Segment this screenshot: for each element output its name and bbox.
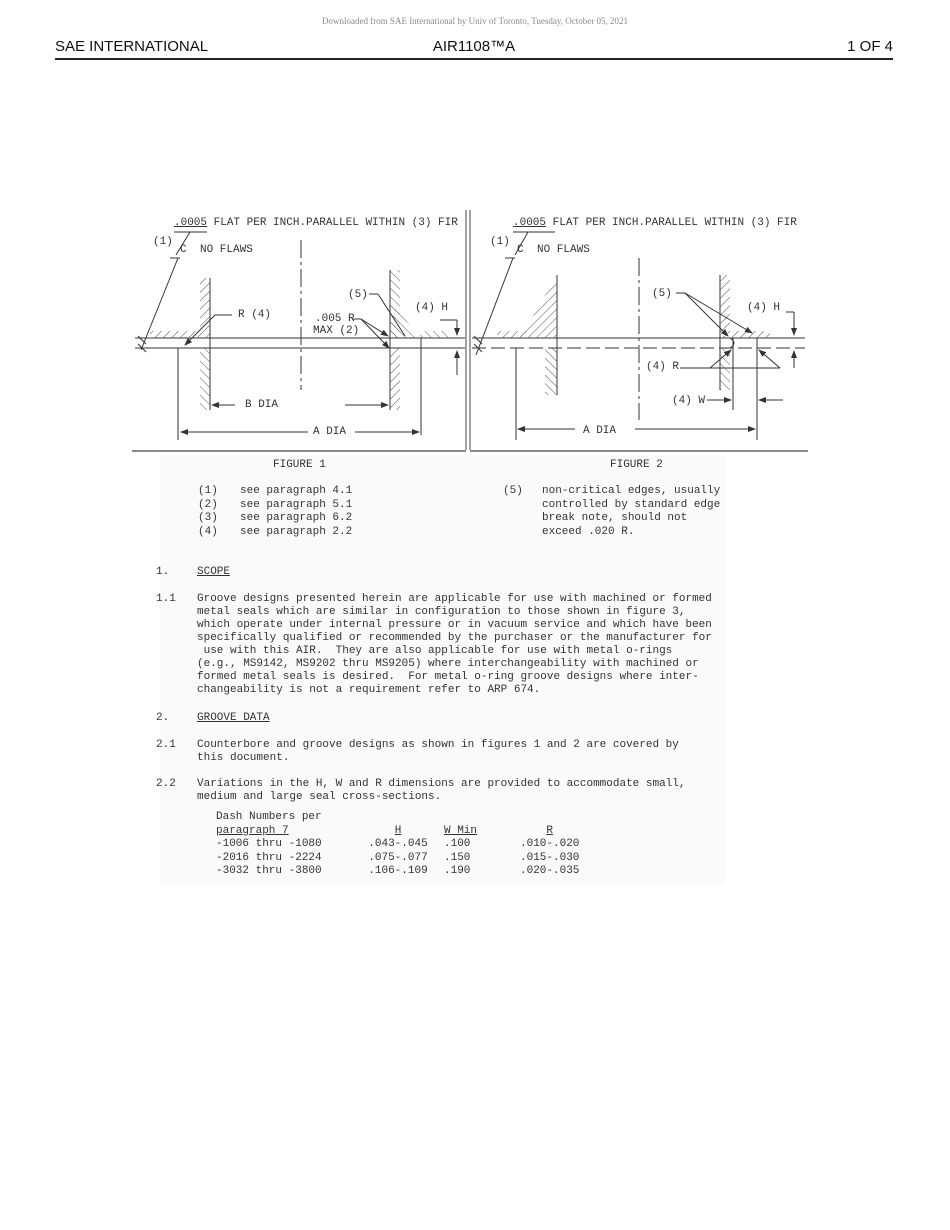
table-cell: .190 — [444, 865, 471, 877]
table-cell: .150 — [444, 851, 471, 864]
table-cell: .106-.109 — [368, 865, 428, 877]
fig2-r-label: (4) R — [646, 361, 680, 373]
section-1-number: 1. — [156, 566, 170, 578]
note-num: (4) — [198, 525, 218, 538]
paragraph-line: Variations in the H, W and R dimensions … — [197, 778, 686, 790]
paragraph-line: which operate under internal pressure or… — [197, 619, 712, 631]
paragraph-line: (e.g., MS9142, MS9202 thru MS9205) where… — [197, 658, 699, 670]
note-text: break note, should not — [542, 512, 688, 524]
table-cell: .100 — [444, 838, 471, 850]
table-header-cell: R — [546, 824, 554, 837]
paragraph-line: Counterbore and groove designs as shown … — [197, 739, 679, 751]
paragraph-line: use with this AIR. They are also applica… — [197, 645, 673, 657]
fig1-r-max-line2: MAX (2) — [313, 325, 360, 337]
fig1-callout-1: (1) — [153, 236, 173, 248]
note-text: see paragraph 6.2 — [240, 512, 353, 524]
section-2-2-number: 2.2 — [156, 778, 176, 790]
header-doc-id: AIR1108™A — [432, 38, 516, 55]
note-num: (5) — [503, 485, 523, 497]
table-header-row-1: Dash Numbers per — [216, 811, 579, 825]
table-header-cell: paragraph 7 — [216, 824, 289, 837]
paragraph-line: changeability is not a requirement refer… — [197, 684, 541, 696]
note-item: (4) — [198, 526, 218, 540]
section-1-title: SCOPE — [197, 566, 231, 578]
fig2-callout-5: (5) — [652, 288, 672, 300]
download-notice: Downloaded from SAE International by Uni… — [321, 16, 629, 26]
fig1-flatness-note: .0005 FLAT PER INCH.PARALLEL WITHIN (3) … — [174, 217, 458, 229]
table-row: -3032 thru -3800 .106-.109 .190 .020-.03… — [216, 865, 579, 879]
fig2-flat-rest: FLAT PER INCH.PARALLEL WITHIN (3) FIR — [546, 217, 797, 229]
paragraph-line: specifically qualified or recommended by… — [197, 632, 712, 644]
table-cell: -3032 thru -3800 — [216, 865, 322, 877]
fig1-flat-value: .0005 — [174, 217, 208, 229]
fig1-r4-label: R (4) — [238, 309, 272, 321]
fig2-a-dia: A DIA — [583, 425, 617, 437]
paragraph-line: formed metal seals is desired. For metal… — [197, 671, 699, 683]
empty-cell — [352, 811, 444, 825]
page-header: SAE INTERNATIONAL AIR1108™A 1 OF 4 — [55, 38, 893, 60]
fig2-w-label: (4) W — [672, 395, 706, 407]
figure-1-caption: FIGURE 1 — [273, 459, 326, 471]
fig1-callout-5: (5) — [348, 289, 368, 301]
note-text: see paragraph 5.1 — [240, 498, 353, 511]
paragraph-line: medium and large seal cross-sections. — [197, 791, 442, 803]
note-num: (3) — [198, 512, 218, 524]
paragraph-line: Groove designs presented herein are appl… — [197, 593, 712, 605]
table-cell: .043-.045 — [368, 838, 428, 850]
section-1-1-number: 1.1 — [156, 593, 176, 605]
fig2-c-label: C — [517, 244, 524, 256]
figures-drawing — [132, 210, 808, 452]
header-org: SAE INTERNATIONAL — [55, 38, 209, 55]
section-2-1-number: 2.1 — [156, 739, 176, 751]
fig2-flat-value: .0005 — [513, 217, 547, 229]
fig1-h-label: (4) H — [415, 302, 449, 314]
note-text: non-critical edges, usually — [542, 485, 721, 497]
fig1-no-flaws: NO FLAWS — [200, 244, 253, 256]
fig1-b-dia: B DIA — [245, 399, 279, 411]
table-cell: .015-.030 — [520, 851, 580, 864]
groove-data-table: Dash Numbers per paragraph 7 H W Min R -… — [216, 811, 579, 879]
figure-frame-lines — [132, 210, 808, 452]
note-text: see paragraph 2.2 — [240, 525, 353, 538]
empty-cell — [520, 811, 579, 825]
table-cell: -2016 thru -2224 — [216, 851, 322, 864]
table-row: -2016 thru -2224 .075-.077 .150 .015-.03… — [216, 852, 579, 866]
note-num: (1) — [198, 485, 218, 497]
paragraph-line: this document. — [197, 752, 290, 764]
note-item: (2) — [198, 499, 218, 513]
fig1-flat-rest: FLAT PER INCH.PARALLEL WITHIN (3) FIR — [207, 217, 458, 229]
table-header-row-2: paragraph 7 H W Min R — [216, 825, 579, 839]
fig1-c-label: C — [180, 244, 187, 256]
table-cell: .075-.077 — [368, 851, 428, 864]
note-text: see paragraph 4.1 — [240, 485, 353, 497]
fig2-flatness-note: .0005 FLAT PER INCH.PARALLEL WITHIN (3) … — [513, 217, 797, 229]
table-header-cell: W Min — [444, 824, 478, 837]
note-text: controlled by standard edge — [542, 498, 721, 511]
table-header-cell: H — [394, 824, 402, 837]
note-item: (3) — [198, 512, 218, 526]
fig2-h-label: (4) H — [747, 302, 781, 314]
table-cell: .010-.020 — [520, 838, 580, 850]
fig1-a-dia: A DIA — [313, 426, 347, 438]
section-2-title: GROOVE DATA — [197, 712, 270, 724]
paragraph-line: metal seals which are similar in configu… — [197, 606, 686, 618]
table-cell: .020-.035 — [520, 865, 580, 877]
fig1-r-max-line1: .005 R — [315, 313, 355, 325]
figure-2-drawing — [472, 231, 805, 440]
table-header-cell: Dash Numbers per — [216, 811, 322, 823]
section-2-number: 2. — [156, 712, 170, 724]
fig2-no-flaws: NO FLAWS — [537, 244, 590, 256]
table-row: -1006 thru -1080 .043-.045 .100 .010-.02… — [216, 838, 579, 852]
figure-1-drawing — [135, 231, 465, 440]
note-num: (2) — [198, 498, 218, 511]
fig2-callout-1: (1) — [490, 236, 510, 248]
table-cell: -1006 thru -1080 — [216, 838, 322, 850]
empty-cell — [444, 811, 520, 825]
figure-2-caption: FIGURE 2 — [610, 459, 663, 471]
note-text: exceed .020 R. — [542, 525, 635, 538]
note-item: (1) — [198, 485, 218, 499]
scan-background — [160, 455, 725, 885]
header-page-number: 1 OF 4 — [847, 38, 893, 55]
